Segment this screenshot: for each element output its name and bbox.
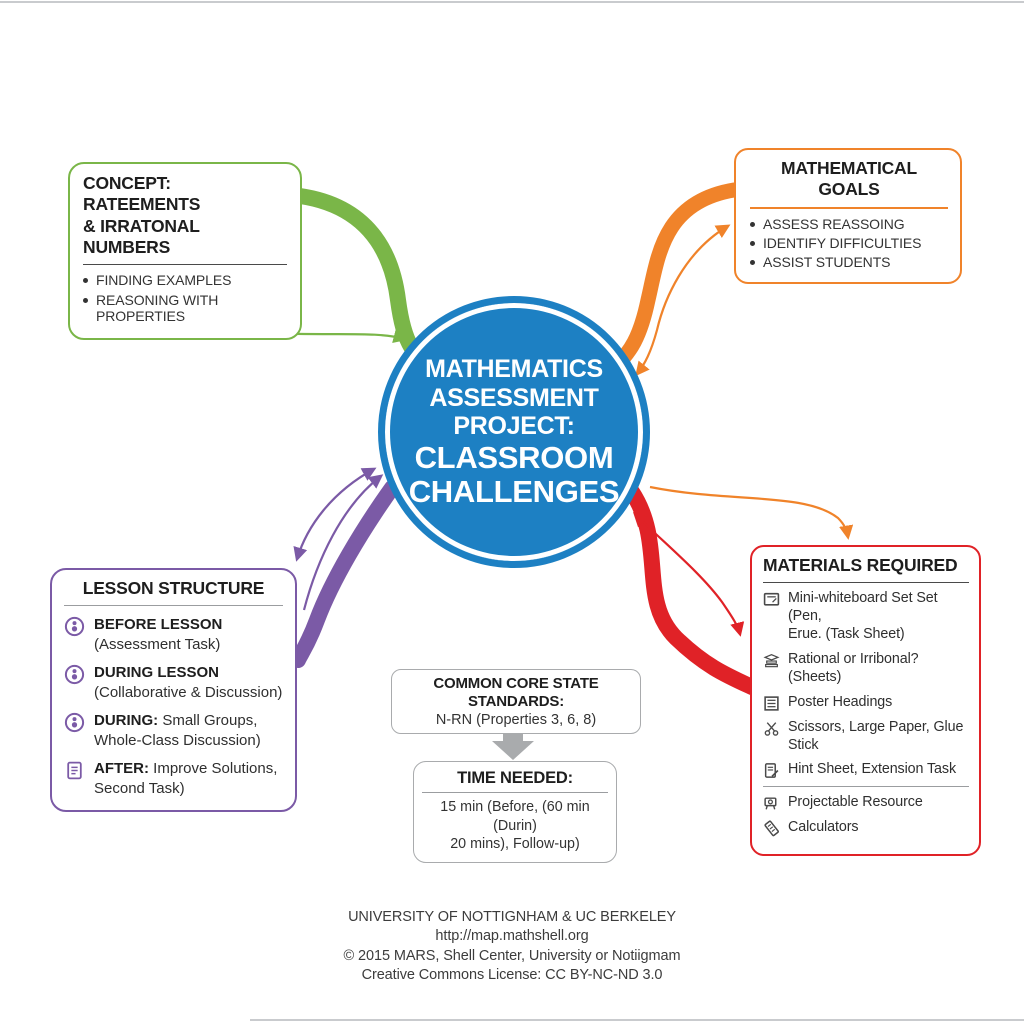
purple-thin-arrow-1 xyxy=(293,467,377,562)
lesson-item: AFTER: Improve Solutions,Second Task) xyxy=(64,759,283,798)
hint-sheet-icon xyxy=(763,762,780,779)
time-title: TIME NEEDED: xyxy=(457,769,573,787)
orange-thin-arrow xyxy=(635,224,731,377)
orange-to-materials-arrow xyxy=(649,485,854,540)
materials-item: Calculators xyxy=(763,819,969,837)
footer-line: UNIVERSITY OF NOTTIGNHAM & UC BERKELEY xyxy=(348,909,676,925)
goals-bullet: ASSESS REASSOING xyxy=(750,216,948,232)
materials-required-box: MATERIALS REQUIRED Mini-whiteboard Set S… xyxy=(750,545,981,857)
materials-title: MATERIALS REQUIRED xyxy=(763,555,958,575)
time-detail: 15 min (Before, (60 min (Durin)20 mins),… xyxy=(440,799,590,853)
central-topic-circle: MATHEMATICS ASSESSMENT PROJECT: CLASSROO… xyxy=(378,296,650,568)
footer-credits: UNIVERSITY OF NOTTIGNHAM & UC BERKELEY h… xyxy=(0,908,1024,986)
footer-line: http://map.mathshell.org xyxy=(435,928,589,945)
concept-bullet: FINDING EXAMPLES xyxy=(83,272,287,288)
bottom-edge-line xyxy=(250,1019,1024,1021)
materials-item: Rational or Irribonal? (Sheets) xyxy=(763,651,969,687)
footer-line: © 2015 MARS, Shell Center, University or… xyxy=(343,947,681,964)
concept-box: CONCEPT: RATEEMENTS & IRRATONAL NUMBERS … xyxy=(68,162,302,341)
lesson-structure-box: LESSON STRUCTURE BEFORE LESSON(Assessmen… xyxy=(50,568,297,813)
materials-sub-divider xyxy=(763,786,969,788)
bullet-dot-icon xyxy=(83,278,88,284)
standards-title: COMMON CORE STATE STANDARDS: xyxy=(433,675,599,711)
bullet-dot-icon xyxy=(750,221,755,227)
bullet-dot-icon xyxy=(750,259,755,265)
purple-thin-arrow-2 xyxy=(302,474,384,611)
concept-bullet: REASONING WITH PROPERTIES xyxy=(83,292,287,324)
circle-text-line: PROJECT: xyxy=(453,412,575,441)
goals-divider xyxy=(750,206,948,209)
person-circle-icon xyxy=(64,616,85,637)
lesson-item: BEFORE LESSON(Assessment Task) xyxy=(64,615,283,654)
goals-bullet: ASSIST STUDENTS xyxy=(750,254,948,270)
standards-box: COMMON CORE STATE STANDARDS: N-RN (Prope… xyxy=(391,669,641,734)
materials-item: Projectable Resource xyxy=(763,794,969,812)
scissors-icon xyxy=(763,720,780,737)
whiteboard-icon xyxy=(763,591,780,608)
poster-icon xyxy=(763,695,780,712)
circle-text-line: ASSESSMENT xyxy=(429,383,599,412)
projector-icon xyxy=(763,795,780,812)
standards-detail: N-RN (Properties 3, 6, 8) xyxy=(435,711,597,728)
footer-line: Creative Commons License: CC BY-NC-ND 3.… xyxy=(361,967,663,984)
top-edge-line xyxy=(0,1,1024,3)
goals-box: MATHEMATICAL GOALS ASSESS REASSOING IDEN… xyxy=(734,148,962,284)
person-circle-icon xyxy=(64,664,85,685)
sheets-icon xyxy=(763,652,780,669)
lesson-item: DURING: Small Groups,Whole-Class Discuss… xyxy=(64,711,283,750)
red-thin-arrow xyxy=(632,511,745,637)
lesson-divider xyxy=(64,605,283,607)
circle-text-line: CHALLENGES xyxy=(408,473,620,509)
time-divider xyxy=(422,792,608,794)
person-circle-icon xyxy=(64,712,85,733)
bullet-dot-icon xyxy=(750,240,755,246)
bullet-dot-icon xyxy=(83,298,88,304)
materials-divider xyxy=(763,582,969,584)
document-icon xyxy=(64,760,85,781)
materials-item: Poster Headings xyxy=(763,694,969,712)
circle-text-line: CLASSROOM xyxy=(414,439,614,475)
lesson-item: DURING LESSON(Collaborative & Discussion… xyxy=(64,663,283,702)
circle-text-line: MATHEMATICS xyxy=(425,355,603,384)
red-branch-band xyxy=(624,484,762,696)
materials-item: Hint Sheet, Extension Task xyxy=(763,761,969,779)
goals-title: MATHEMATICAL GOALS xyxy=(781,158,917,200)
concept-title: CONCEPT: RATEEMENTS & IRRATONAL NUMBERS xyxy=(83,173,201,258)
lesson-title: LESSON STRUCTURE xyxy=(82,578,265,598)
calculator-icon xyxy=(763,820,780,837)
materials-item: Scissors, Large Paper, Glue Stick xyxy=(763,719,969,755)
goals-bullet: IDENTIFY DIFFICULTIES xyxy=(750,235,948,251)
materials-item: Mini-whiteboard Set Set (Pen,Erue. (Task… xyxy=(763,590,969,644)
orange-branch-band xyxy=(608,182,742,374)
concept-divider xyxy=(83,264,287,266)
time-needed-box: TIME NEEDED: 15 min (Before, (60 min (Du… xyxy=(413,761,617,863)
